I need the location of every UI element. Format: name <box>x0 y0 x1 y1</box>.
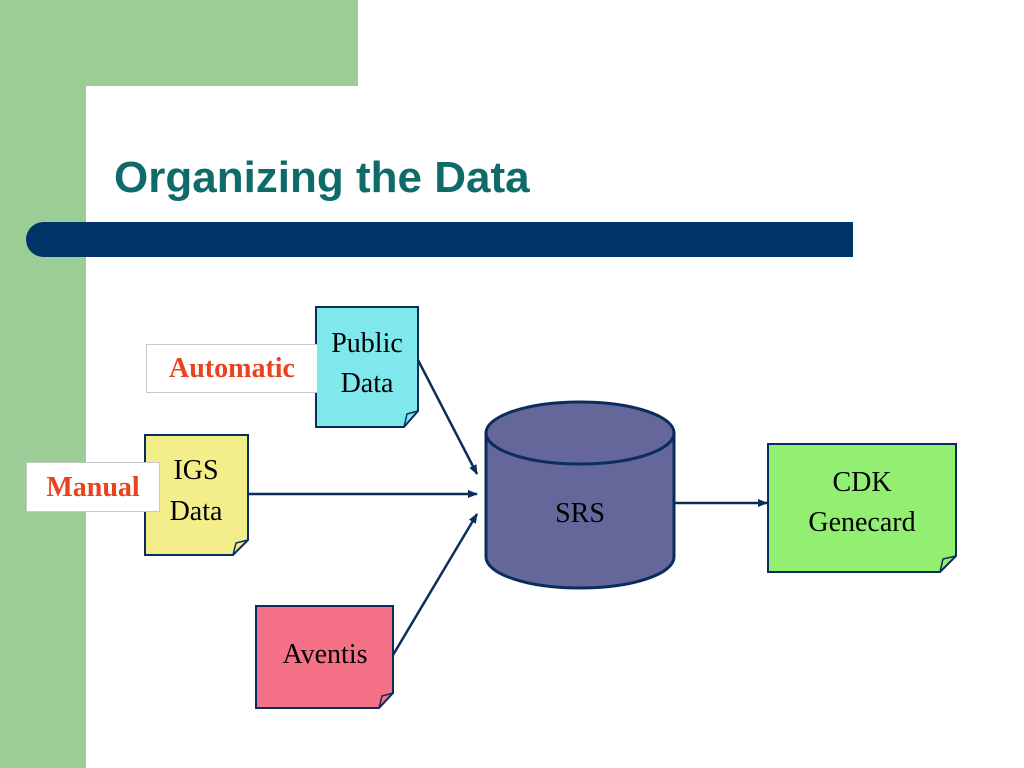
document-shape <box>255 605 394 709</box>
node-label: Data <box>341 368 394 399</box>
document-fold <box>939 555 957 573</box>
node-cdk-genecard: CDK Genecard <box>767 443 957 573</box>
node-srs-database: SRS <box>484 400 676 590</box>
document-shape <box>767 443 957 573</box>
document-shape <box>315 306 419 428</box>
document-fold <box>378 692 394 709</box>
document-fold <box>232 539 249 556</box>
document-fold <box>403 410 419 428</box>
node-label: Aventis <box>282 639 367 670</box>
edge-public-to-srs <box>416 359 479 475</box>
node-label: CDK <box>832 467 891 498</box>
slide-title: Organizing the Data <box>114 153 530 202</box>
node-public-data: Public Data <box>315 306 419 428</box>
title-underline-bar <box>26 222 853 257</box>
document-shape <box>144 434 249 556</box>
automatic-tag: Automatic <box>146 344 318 393</box>
node-label: Public <box>331 328 403 359</box>
manual-tag-label: Manual <box>46 472 140 503</box>
node-label: Data <box>170 496 223 527</box>
manual-tag: Manual <box>26 462 160 512</box>
cylinder-top <box>484 400 676 466</box>
node-label: SRS <box>555 498 605 529</box>
automatic-tag-label: Automatic <box>169 353 295 384</box>
edge-aventis-to-srs <box>391 513 479 656</box>
background-band-top <box>0 0 358 86</box>
node-label: Genecard <box>808 507 915 538</box>
node-igs-data: IGS Data <box>144 434 249 556</box>
node-aventis: Aventis <box>255 605 394 709</box>
background-band-left <box>0 0 86 768</box>
node-label: IGS <box>173 455 218 486</box>
cylinder-body <box>484 431 676 590</box>
